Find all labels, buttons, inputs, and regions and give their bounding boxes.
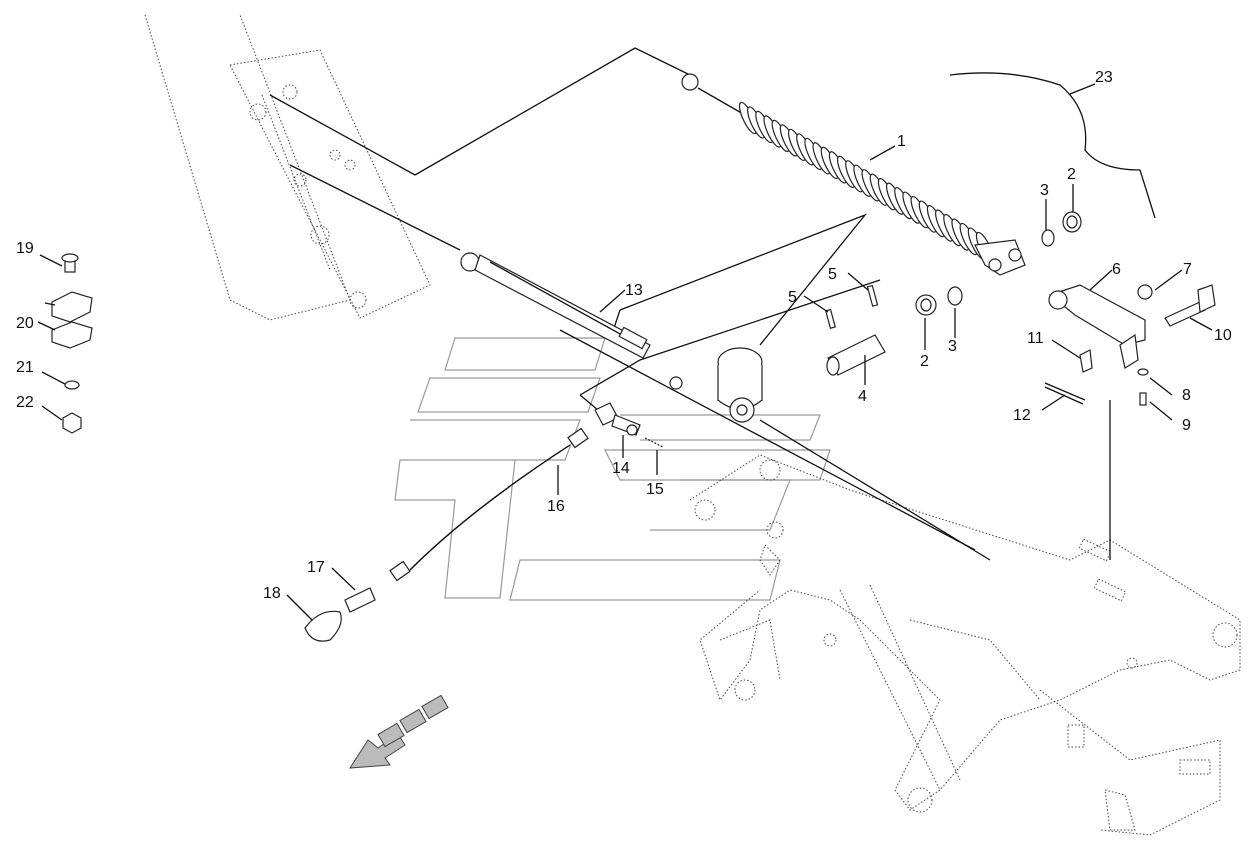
direction-arrow (349, 694, 449, 769)
callout-2b: 2 (920, 353, 929, 370)
callout-6: 6 (1112, 261, 1121, 278)
cylinder-part (460, 252, 651, 359)
leader-lines (269, 47, 1111, 561)
callout-23: 23 (1095, 69, 1113, 86)
callout-7: 7 (1183, 261, 1192, 278)
callout-21: 21 (16, 359, 34, 376)
callout-10: 10 (1214, 327, 1232, 344)
callout-13: 13 (625, 282, 643, 299)
boom-arm (144, 14, 431, 321)
callout-5a: 5 (828, 266, 837, 283)
callout-3b: 3 (948, 338, 957, 355)
callout-15: 15 (646, 481, 664, 498)
callout-leaders (37, 83, 1213, 621)
bracket-assembly (1044, 284, 1216, 406)
cable-part (949, 72, 1156, 219)
callout-18: 18 (263, 585, 281, 602)
callout-3a: 3 (1040, 182, 1049, 199)
roll-pins (825, 284, 879, 329)
callout-9: 9 (1182, 417, 1191, 434)
callout-1: 1 (897, 133, 906, 150)
frame-assembly (689, 454, 1241, 836)
pin-part (826, 334, 886, 376)
callout-2a: 2 (1067, 166, 1076, 183)
hose-assembly (304, 402, 664, 642)
callout-22: 22 (16, 394, 34, 411)
callout-17: 17 (307, 559, 325, 576)
callout-5b: 5 (788, 289, 797, 306)
callout-20: 20 (16, 315, 34, 332)
accumulator-part (669, 347, 763, 423)
callout-16: 16 (547, 498, 565, 515)
callout-11: 11 (1027, 330, 1044, 347)
callout-4: 4 (858, 388, 867, 405)
callout-12: 12 (1013, 407, 1031, 424)
rings (915, 211, 1082, 316)
clamp-parts (51, 253, 93, 434)
spring-part (681, 73, 1026, 276)
callout-14: 14 (612, 460, 630, 477)
callout-19: 19 (16, 240, 34, 257)
callout-8: 8 (1182, 387, 1191, 404)
